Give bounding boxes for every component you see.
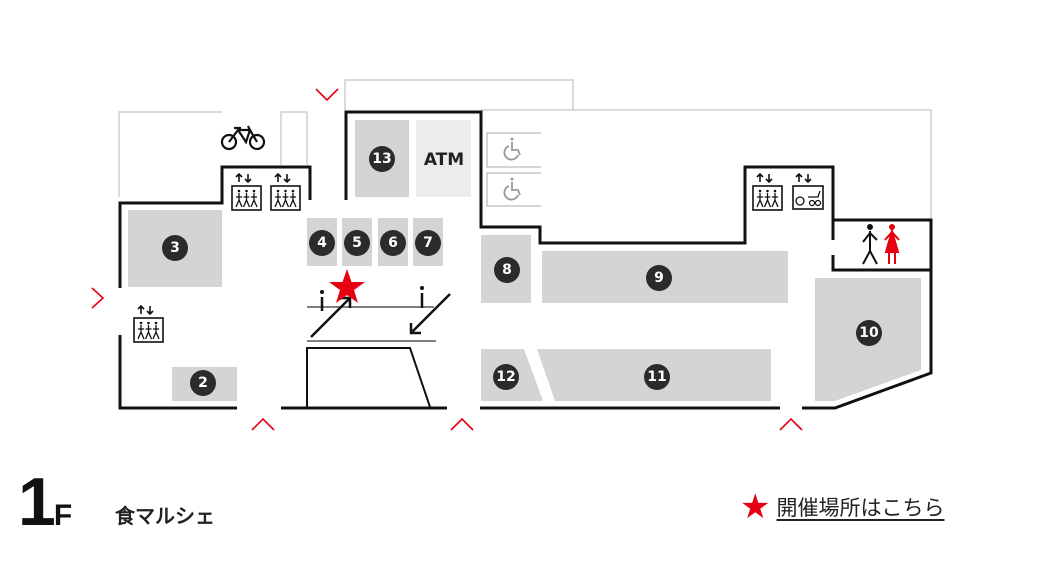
walls	[118, 110, 933, 410]
elevator-icon	[133, 305, 164, 343]
info-icon	[420, 286, 424, 308]
escalator-up-arrow	[310, 297, 351, 338]
entrances	[91, 88, 803, 431]
shop-badge-4: 4	[309, 230, 335, 256]
shop-badge-2: 2	[190, 370, 216, 396]
shop-badge-13: 13	[369, 146, 395, 172]
entrance-marker-icon	[91, 287, 105, 309]
svg-text:4: 4	[317, 235, 327, 251]
event-location-link[interactable]: 開催場所はこちら	[776, 496, 945, 520]
shop-badge-8: 8	[494, 257, 520, 283]
floor-number: 1	[18, 464, 56, 540]
shop-badge-5: 5	[344, 230, 370, 256]
entrance-marker-icon	[251, 417, 275, 431]
svg-text:8: 8	[502, 262, 512, 278]
svg-text:9: 9	[654, 270, 664, 286]
floor-suffix: F	[53, 499, 73, 532]
stage-outline	[306, 347, 431, 408]
shop-badge-10: 10	[856, 320, 882, 346]
elevator-icon	[231, 173, 262, 211]
legend[interactable]: ★ 開催場所はこちら	[740, 490, 944, 524]
accessible-elevator-icon	[792, 172, 824, 210]
svg-text:12: 12	[496, 369, 515, 385]
svg-text:13: 13	[372, 151, 391, 167]
event-title: 食マルシェ	[115, 504, 215, 528]
shop-badges: 2 3 4 5 6 7 8 9 10 11 12 13	[162, 146, 882, 396]
wheelchair-icon	[503, 136, 521, 161]
entrance-marker-icon	[450, 417, 474, 431]
female-restroom-icon	[884, 224, 900, 264]
atm-label: ATM	[424, 150, 464, 170]
outer-outlines	[118, 79, 932, 220]
shop-badge-7: 7	[415, 230, 441, 256]
svg-text:11: 11	[647, 369, 666, 385]
shop-badge-6: 6	[380, 230, 406, 256]
floor-label: 1F	[18, 468, 72, 536]
escalator-area	[306, 286, 451, 408]
elevator-icon	[270, 173, 301, 211]
wheelchair-icon	[503, 176, 521, 201]
bicycle-parking-icon	[220, 125, 266, 151]
svg-text:5: 5	[352, 235, 362, 251]
star-icon: ★	[740, 487, 771, 527]
elevator-icon	[752, 173, 783, 211]
atm-area[interactable]	[416, 120, 471, 197]
escalator-down-arrow	[410, 293, 451, 334]
svg-text:6: 6	[388, 235, 398, 251]
svg-text:2: 2	[198, 375, 208, 391]
shop-badge-11: 11	[644, 364, 670, 390]
restroom-icon	[862, 224, 900, 265]
shop-badge-9: 9	[646, 265, 672, 291]
shop-badge-3: 3	[162, 235, 188, 261]
shop-areas	[128, 120, 921, 401]
entrance-marker-icon	[315, 88, 339, 102]
svg-text:10: 10	[859, 325, 879, 341]
shop-badge-12: 12	[493, 364, 519, 390]
male-restroom-icon	[862, 224, 878, 265]
event-location-star-icon	[329, 269, 365, 303]
info-icon	[320, 290, 324, 311]
entrance-marker-icon	[779, 417, 803, 431]
accessible-parking	[486, 132, 541, 207]
svg-text:3: 3	[170, 240, 180, 256]
svg-text:7: 7	[423, 235, 433, 251]
